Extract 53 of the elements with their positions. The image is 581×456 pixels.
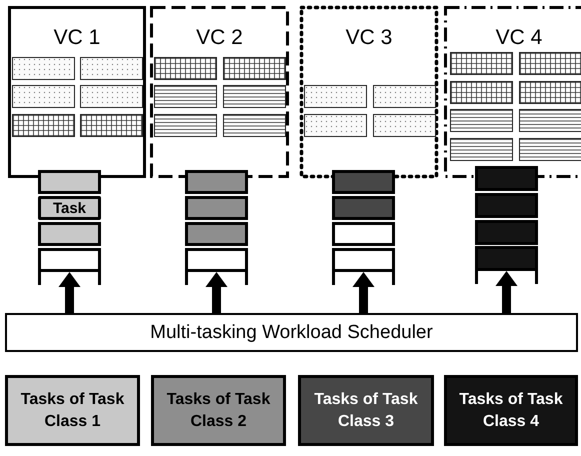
queue-slot: [38, 248, 101, 272]
queue-slot: [185, 170, 248, 194]
cluster-title: VC 4: [494, 26, 544, 50]
hatched-block: [154, 114, 217, 137]
queue-slot: [332, 222, 395, 246]
hatched-block: [223, 57, 286, 80]
hatched-block: [519, 81, 581, 104]
legend-key: Tasks of Task Class 1: [5, 375, 140, 446]
hatched-block: [304, 85, 367, 108]
queue-slot: [185, 248, 248, 272]
queue-slot: [475, 166, 538, 191]
queue-slot: [475, 246, 538, 271]
queue-slot: [475, 193, 538, 218]
hatched-block: [154, 85, 217, 108]
hatched-block: [450, 81, 513, 104]
queue-slot: [475, 220, 538, 245]
hatched-block: [80, 85, 143, 108]
hatched-block: [154, 57, 217, 80]
arrow: [58, 272, 80, 313]
queue-slot: [38, 222, 101, 246]
scheduler-box: Multi-tasking Workload Scheduler: [5, 313, 578, 352]
hatched-block: [519, 52, 581, 75]
cluster-title: VC 3: [344, 26, 394, 50]
queue-slot: [185, 196, 248, 220]
queue-slot: [332, 170, 395, 194]
hatched-block: [304, 114, 367, 137]
hatched-block: [223, 85, 286, 108]
hatched-block: [450, 109, 513, 132]
queue-slot: [332, 248, 395, 272]
hatched-block: [450, 138, 513, 161]
hatched-block: [12, 85, 75, 108]
hatched-block: [450, 52, 513, 75]
arrow: [206, 272, 228, 313]
arrow: [496, 271, 518, 313]
legend-key: Tasks of Task Class 3: [298, 375, 434, 446]
cluster-title: VC 2: [195, 26, 244, 50]
hatched-block: [519, 109, 581, 132]
hatched-block: [80, 57, 143, 80]
queue-slot: [185, 222, 248, 246]
legend-key: Tasks of Task Class 4: [444, 375, 578, 446]
hatched-block: [223, 114, 286, 137]
queue-slot: [332, 196, 395, 220]
cluster-title: VC 1: [52, 26, 102, 50]
hatched-block: [80, 114, 143, 137]
arrow: [352, 272, 374, 313]
hatched-block: [373, 114, 436, 137]
task-slot: Task: [38, 196, 101, 220]
hatched-block: [519, 138, 581, 161]
hatched-block: [12, 57, 75, 80]
legend-key: Tasks of Task Class 2: [151, 375, 286, 446]
queue-slot: [38, 170, 101, 194]
hatched-block: [12, 114, 75, 137]
hatched-block: [373, 85, 436, 108]
